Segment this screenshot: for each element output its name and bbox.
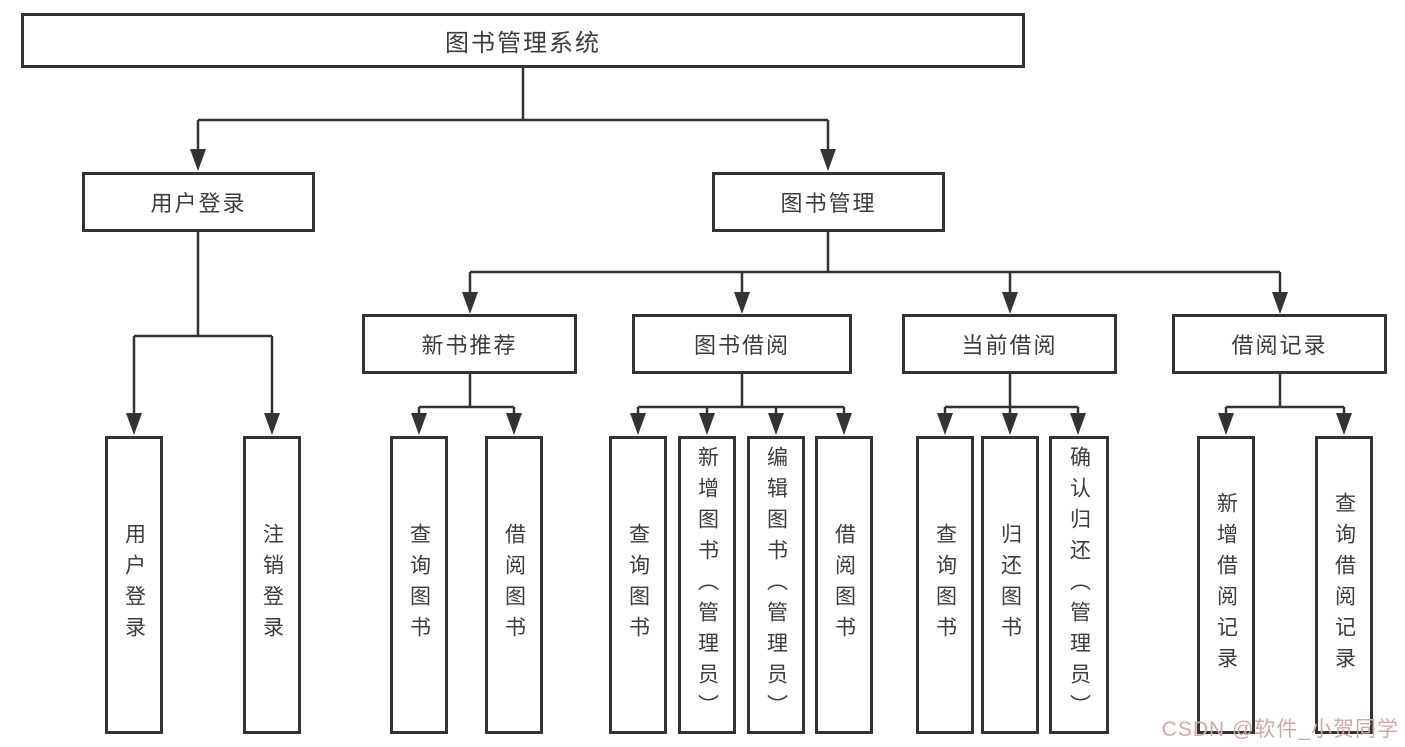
- arrow-icon: [937, 413, 953, 435]
- connector-current-to-leaves: [943, 374, 1080, 414]
- arrow-icon: [1002, 413, 1018, 435]
- arrow-icon: [1218, 413, 1234, 435]
- node-label: 借阅图书: [832, 523, 856, 647]
- arrow-icon: [506, 413, 522, 435]
- node-label: 查询借阅记录: [1332, 492, 1356, 678]
- connector-mgmt-to-level3: [468, 230, 1282, 293]
- node-label: 图书管理系统: [445, 30, 601, 57]
- node-label: 借阅记录: [1231, 333, 1328, 358]
- node-label: 借阅图书: [502, 523, 526, 647]
- node-new-book-recommend: 新书推荐: [362, 314, 577, 374]
- connector-records-to-leaves: [1224, 374, 1346, 414]
- arrow-icon: [820, 149, 836, 171]
- node-label: 当前借阅: [961, 333, 1058, 358]
- node-label: 新增借阅记录: [1214, 492, 1238, 678]
- node-label: 新书推荐: [421, 333, 518, 358]
- node-label: 确认归还（管理员）: [1067, 445, 1091, 725]
- arrow-icon: [1272, 292, 1288, 314]
- leaf-borrow-query-books: 查询图书: [609, 436, 667, 734]
- node-label: 归还图书: [998, 523, 1022, 647]
- node-label: 新增图书（管理员）: [695, 445, 719, 725]
- connector-login-to-leaves: [132, 230, 274, 414]
- arrow-icon: [836, 413, 852, 435]
- leaf-current-return-books: 归还图书: [981, 436, 1039, 734]
- arrow-icon: [1070, 413, 1086, 435]
- connector-recommend-to-leaves: [417, 374, 516, 414]
- node-label: 编辑图书（管理员）: [764, 445, 788, 725]
- leaf-current-confirm-return-admin: 确认归还（管理员）: [1049, 436, 1109, 734]
- node-label: 用户登录: [122, 523, 146, 647]
- leaf-user-login: 用户登录: [105, 436, 163, 734]
- arrow-icon: [126, 413, 142, 435]
- arrow-icon: [264, 413, 280, 435]
- node-current-borrow: 当前借阅: [902, 314, 1117, 374]
- node-user-login: 用户登录: [82, 172, 315, 232]
- arrow-icon: [768, 413, 784, 435]
- arrow-icon: [1336, 413, 1352, 435]
- leaf-current-query-books: 查询图书: [916, 436, 974, 734]
- node-label: 查询图书: [626, 523, 650, 647]
- csdn-watermark: CSDN @软件_小贺同学: [1161, 718, 1399, 741]
- leaf-records-add-record: 新增借阅记录: [1197, 436, 1255, 734]
- arrow-icon: [630, 413, 646, 435]
- leaf-borrow-add-books-admin: 新增图书（管理员）: [678, 436, 736, 734]
- node-book-management: 图书管理: [712, 172, 945, 232]
- node-borrow-records: 借阅记录: [1172, 314, 1387, 374]
- node-label: 图书借阅: [693, 333, 790, 358]
- arrow-icon: [699, 413, 715, 435]
- arrow-icon: [1002, 292, 1018, 314]
- arrow-icon: [190, 149, 206, 171]
- leaf-recommend-borrow-books: 借阅图书: [485, 436, 543, 734]
- connector-root-to-level2: [196, 66, 830, 150]
- leaf-recommend-query-books: 查询图书: [390, 436, 448, 734]
- node-book-borrow: 图书借阅: [632, 314, 852, 374]
- leaf-records-query-record: 查询借阅记录: [1315, 436, 1373, 734]
- arrow-icon: [734, 292, 750, 314]
- node-library-management-system: 图书管理系统: [21, 13, 1025, 68]
- leaf-logout: 注销登录: [243, 436, 301, 734]
- connector-borrow-to-leaves: [636, 374, 846, 414]
- leaf-borrow-edit-books-admin: 编辑图书（管理员）: [747, 436, 805, 734]
- arrow-icon: [462, 292, 478, 314]
- arrow-icon: [411, 413, 427, 435]
- node-label: 查询图书: [407, 523, 431, 647]
- node-label: 图书管理: [780, 191, 877, 216]
- node-label: 用户登录: [150, 191, 247, 216]
- node-label: 注销登录: [260, 523, 284, 647]
- leaf-borrow-borrow-books: 借阅图书: [815, 436, 873, 734]
- node-label: 查询图书: [933, 523, 957, 647]
